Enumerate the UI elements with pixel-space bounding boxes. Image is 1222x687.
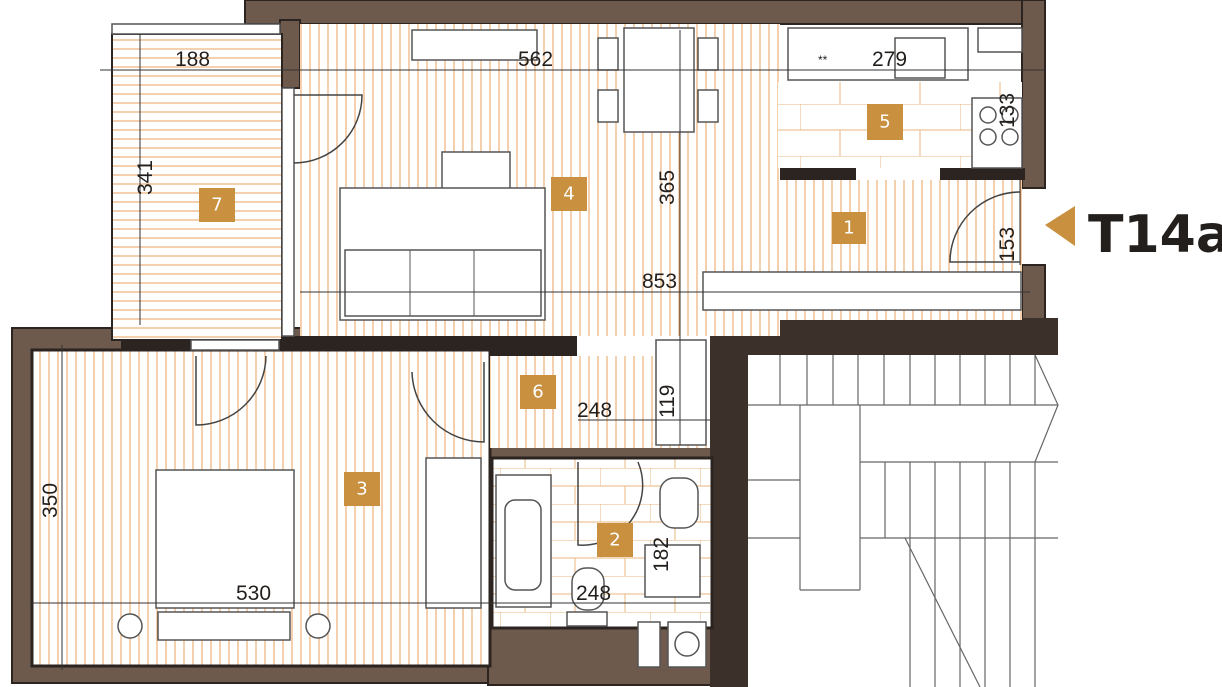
dim-bedroom-width: 530 — [236, 582, 271, 605]
dim-corridor-width: 248 — [577, 399, 612, 422]
room-badge-3: 3 — [344, 472, 380, 506]
dim-bedroom-length: 350 — [39, 483, 62, 518]
dimension-lines — [30, 30, 1045, 670]
svg-text:4: 4 — [563, 184, 574, 205]
svg-text:3: 3 — [356, 479, 367, 500]
svg-text:5: 5 — [879, 112, 890, 133]
windows — [111, 23, 295, 351]
doors — [195, 94, 1021, 546]
dim-living-length: 365 — [656, 170, 679, 205]
room-badge-6: 6 — [520, 375, 556, 409]
dim-balcony-width: 188 — [175, 48, 210, 71]
furniture: ** — [117, 27, 1023, 668]
room-badge-1: 1 — [832, 212, 866, 244]
dim-bath-width: 248 — [576, 582, 611, 605]
dim-kitchen-width: 279 — [872, 48, 907, 71]
entrance-arrow-icon — [1045, 206, 1075, 246]
dim-kitchen-depth: 133 — [996, 93, 1019, 128]
svg-text:2: 2 — [609, 530, 620, 551]
dim-corridor-depth: 119 — [656, 385, 679, 418]
room-badge-7: 7 — [199, 188, 235, 222]
dim-living-width: 562 — [518, 48, 553, 71]
room-badge-2: 2 — [597, 523, 633, 557]
unit-label: T14a — [1088, 205, 1222, 265]
room-badge-5: 5 — [867, 104, 903, 140]
svg-text:7: 7 — [211, 195, 222, 216]
dim-balcony-length: 341 — [134, 160, 157, 195]
dim-total-width: 853 — [642, 270, 677, 293]
dim-hall-depth: 153 — [996, 227, 1019, 262]
dim-bath-depth: 182 — [650, 537, 673, 572]
staircase — [748, 354, 1059, 687]
svg-text:6: 6 — [532, 382, 543, 403]
svg-text:1: 1 — [843, 218, 854, 239]
kitchen-mark: ** — [818, 53, 828, 67]
room-badge-4: 4 — [551, 177, 587, 211]
